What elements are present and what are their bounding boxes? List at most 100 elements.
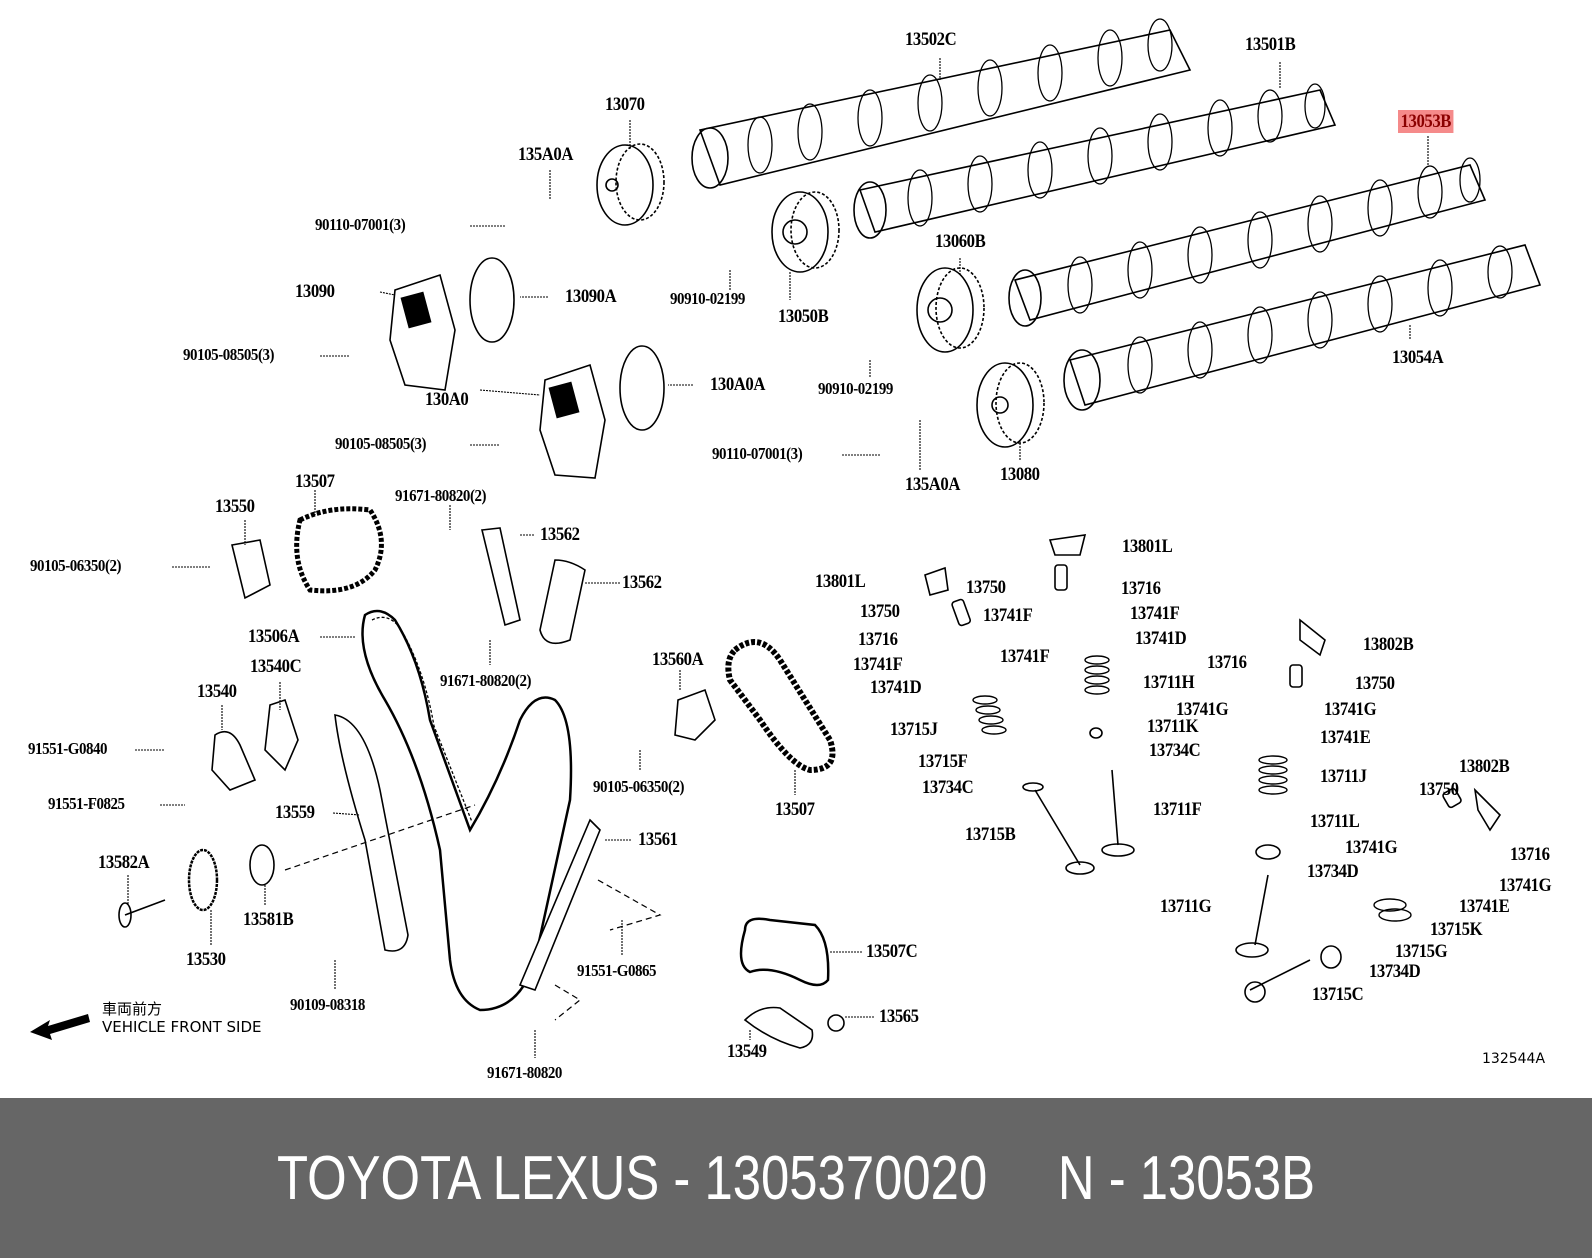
label-13750-b[interactable]: 13750	[860, 601, 900, 622]
label-13711l[interactable]: 13711L	[1310, 811, 1360, 832]
label-13734c-a[interactable]: 13734C	[1149, 740, 1201, 761]
label-13090a[interactable]: 13090A	[565, 286, 617, 307]
label-13741d-b[interactable]: 13741D	[870, 677, 922, 698]
label-130a0a[interactable]: 130A0A	[710, 374, 765, 395]
label-90105-08505-b[interactable]: 90105-08505(3)	[335, 434, 427, 453]
label-13750-c[interactable]: 13750	[1355, 673, 1395, 694]
vehicle-front-arrow-icon	[30, 1014, 90, 1040]
label-13090[interactable]: 13090	[295, 281, 335, 302]
label-13716-d[interactable]: 13716	[1510, 844, 1550, 865]
label-13560a[interactable]: 13560A	[652, 649, 704, 670]
label-13562-b[interactable]: 13562	[622, 572, 662, 593]
label-13507c[interactable]: 13507C	[866, 941, 918, 962]
label-13715b[interactable]: 13715B	[965, 824, 1016, 845]
label-13802b-a[interactable]: 13802B	[1363, 634, 1414, 655]
label-13715g[interactable]: 13715G	[1395, 941, 1448, 962]
label-90910-02199-a[interactable]: 90910-02199	[670, 289, 745, 308]
label-13741f-c[interactable]: 13741F	[853, 654, 903, 675]
valve-13711f-icon	[1111, 769, 1119, 846]
label-13715f[interactable]: 13715F	[918, 751, 968, 772]
label-13507-b[interactable]: 13507	[775, 799, 815, 820]
label-13750-a[interactable]: 13750	[966, 577, 1006, 598]
label-13734c-b[interactable]: 13734C	[922, 777, 974, 798]
label-13080[interactable]: 13080	[1000, 464, 1040, 485]
label-13565[interactable]: 13565	[879, 1006, 919, 1027]
label-13530[interactable]: 13530	[186, 949, 226, 970]
label-91551-f0825[interactable]: 91551-F0825	[48, 794, 125, 813]
label-13741e-a[interactable]: 13741E	[1320, 727, 1371, 748]
tensioner-bracket-13540c-icon	[264, 698, 299, 772]
diagram-drawing	[118, 18, 1542, 1058]
label-90105-06350-b[interactable]: 90105-06350(2)	[593, 777, 685, 796]
label-13741g-a[interactable]: 13741G	[1176, 699, 1229, 720]
label-91671-80820-b[interactable]: 91671-80820(2)	[440, 671, 532, 690]
label-13741g-d[interactable]: 13741G	[1499, 875, 1552, 896]
tensioner-13550-icon	[231, 539, 271, 600]
camshaft-13054a-icon	[1063, 244, 1542, 411]
label-13549[interactable]: 13549	[727, 1041, 767, 1062]
label-13715c[interactable]: 13715C	[1312, 984, 1364, 1005]
cam-gear-13050b-icon	[771, 191, 840, 273]
label-13540[interactable]: 13540	[197, 681, 237, 702]
label-13053b-highlighted[interactable]: 13053B	[1398, 110, 1454, 133]
label-13559[interactable]: 13559	[275, 802, 315, 823]
label-91671-80820-a[interactable]: 91671-80820(2)	[395, 486, 487, 505]
label-91671-80820-c[interactable]: 91671-80820	[487, 1063, 562, 1082]
label-13715j[interactable]: 13715J	[890, 719, 938, 740]
label-13711h[interactable]: 13711H	[1143, 672, 1195, 693]
label-13054a[interactable]: 13054A	[1392, 347, 1444, 368]
label-13734d-b[interactable]: 13734D	[1369, 961, 1421, 982]
label-135a0a-top[interactable]: 135A0A	[518, 144, 573, 165]
label-13716-c[interactable]: 13716	[1207, 652, 1247, 673]
label-13711f[interactable]: 13711F	[1153, 799, 1202, 820]
label-13741d-a[interactable]: 13741D	[1135, 628, 1187, 649]
label-13716-a[interactable]: 13716	[1121, 578, 1161, 599]
label-13741f-d[interactable]: 13741F	[1000, 646, 1050, 667]
label-90109-08318[interactable]: 90109-08318	[290, 995, 365, 1014]
label-13540c[interactable]: 13540C	[250, 656, 302, 677]
label-90105-06350-a[interactable]: 90105-06350(2)	[30, 556, 122, 575]
label-90110-07001-b[interactable]: 90110-07001(3)	[712, 444, 803, 463]
label-13711j[interactable]: 13711J	[1320, 766, 1367, 787]
label-90105-08505-a[interactable]: 90105-08505(3)	[183, 345, 275, 364]
label-130a0[interactable]: 130A0	[425, 389, 469, 410]
label-90110-07001-top[interactable]: 90110-07001(3)	[315, 215, 406, 234]
label-13801l-b[interactable]: 13801L	[815, 571, 866, 592]
label-13801l-a[interactable]: 13801L	[1122, 536, 1173, 557]
label-13582a[interactable]: 13582A	[98, 852, 150, 873]
gasket-13507c-icon	[739, 917, 830, 987]
cam-gear-13070-icon	[596, 143, 665, 226]
label-13506a[interactable]: 13506A	[248, 626, 300, 647]
label-13741e-b[interactable]: 13741E	[1459, 896, 1510, 917]
label-13581b[interactable]: 13581B	[243, 909, 294, 930]
label-13750-d[interactable]: 13750	[1419, 779, 1459, 800]
label-13501b[interactable]: 13501B	[1245, 34, 1296, 55]
label-13060b[interactable]: 13060B	[935, 231, 986, 252]
label-13741f-b[interactable]: 13741F	[1130, 603, 1180, 624]
chain-guide-13562-b-icon	[539, 559, 586, 645]
label-13734d-a[interactable]: 13734D	[1307, 861, 1359, 882]
label-13050b[interactable]: 13050B	[778, 306, 829, 327]
chain-guide-13562-a-icon	[481, 527, 521, 627]
label-13550[interactable]: 13550	[215, 496, 255, 517]
footer-part-title: TOYOTA LEXUS - 1305370020 N - 13053B	[276, 1143, 1316, 1213]
label-13502c[interactable]: 13502C	[905, 29, 957, 50]
label-13562-a[interactable]: 13562	[540, 524, 580, 545]
label-91551-g0865[interactable]: 91551-G0865	[577, 961, 657, 980]
label-13561[interactable]: 13561	[638, 829, 678, 850]
label-91551-g0840[interactable]: 91551-G0840	[28, 739, 108, 758]
label-13711k[interactable]: 13711K	[1147, 716, 1199, 737]
label-13070[interactable]: 13070	[605, 94, 645, 115]
parts-diagram: 13502C 13501B 13053B 13070 135A0A 90110-…	[28, 18, 1552, 1082]
label-13741g-b[interactable]: 13741G	[1324, 699, 1377, 720]
label-13741g-c[interactable]: 13741G	[1345, 837, 1398, 858]
label-13715k[interactable]: 13715K	[1430, 919, 1483, 940]
label-13741f-a[interactable]: 13741F	[983, 605, 1033, 626]
label-90910-02199-b[interactable]: 90910-02199	[818, 379, 893, 398]
label-135a0a-b[interactable]: 135A0A	[905, 474, 960, 495]
label-13716-b[interactable]: 13716	[858, 629, 898, 650]
label-13802b-b[interactable]: 13802B	[1459, 756, 1510, 777]
valve-13711g-icon	[1254, 874, 1269, 946]
label-13507-a[interactable]: 13507	[295, 471, 335, 492]
label-13711g[interactable]: 13711G	[1160, 896, 1212, 917]
